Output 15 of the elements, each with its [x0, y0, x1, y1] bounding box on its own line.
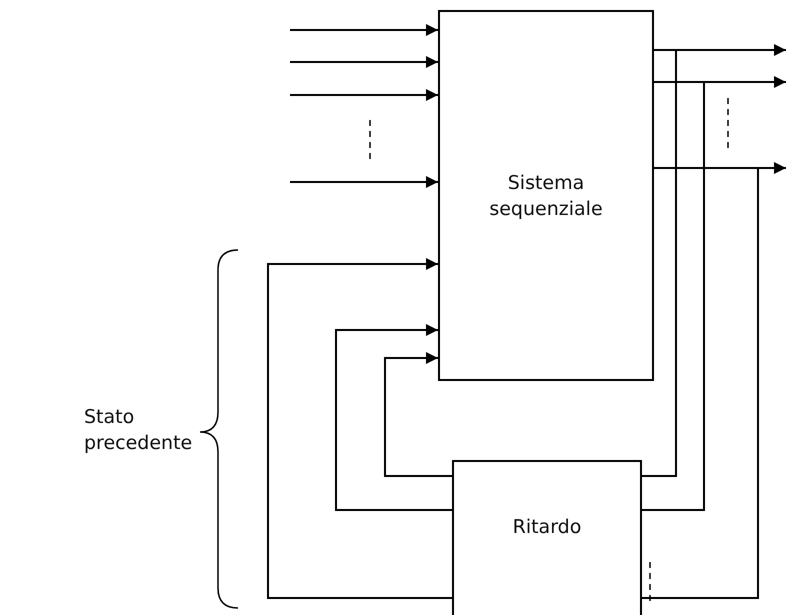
box-label: Sistema sequenziale — [488, 170, 604, 222]
brace-label: Stato precedente — [84, 405, 194, 456]
connector-line — [642, 49, 677, 477]
connector-line — [642, 167, 759, 599]
process-box — [438, 10, 654, 381]
arrow — [290, 56, 438, 68]
arrow — [290, 89, 438, 101]
arrow — [384, 352, 452, 477]
arrow — [290, 24, 438, 36]
box-label: Ritardo — [512, 515, 582, 540]
arrow — [335, 324, 452, 511]
arrow — [290, 176, 438, 188]
process-box — [452, 460, 642, 615]
arrow — [267, 258, 452, 599]
connector-line — [642, 81, 705, 511]
